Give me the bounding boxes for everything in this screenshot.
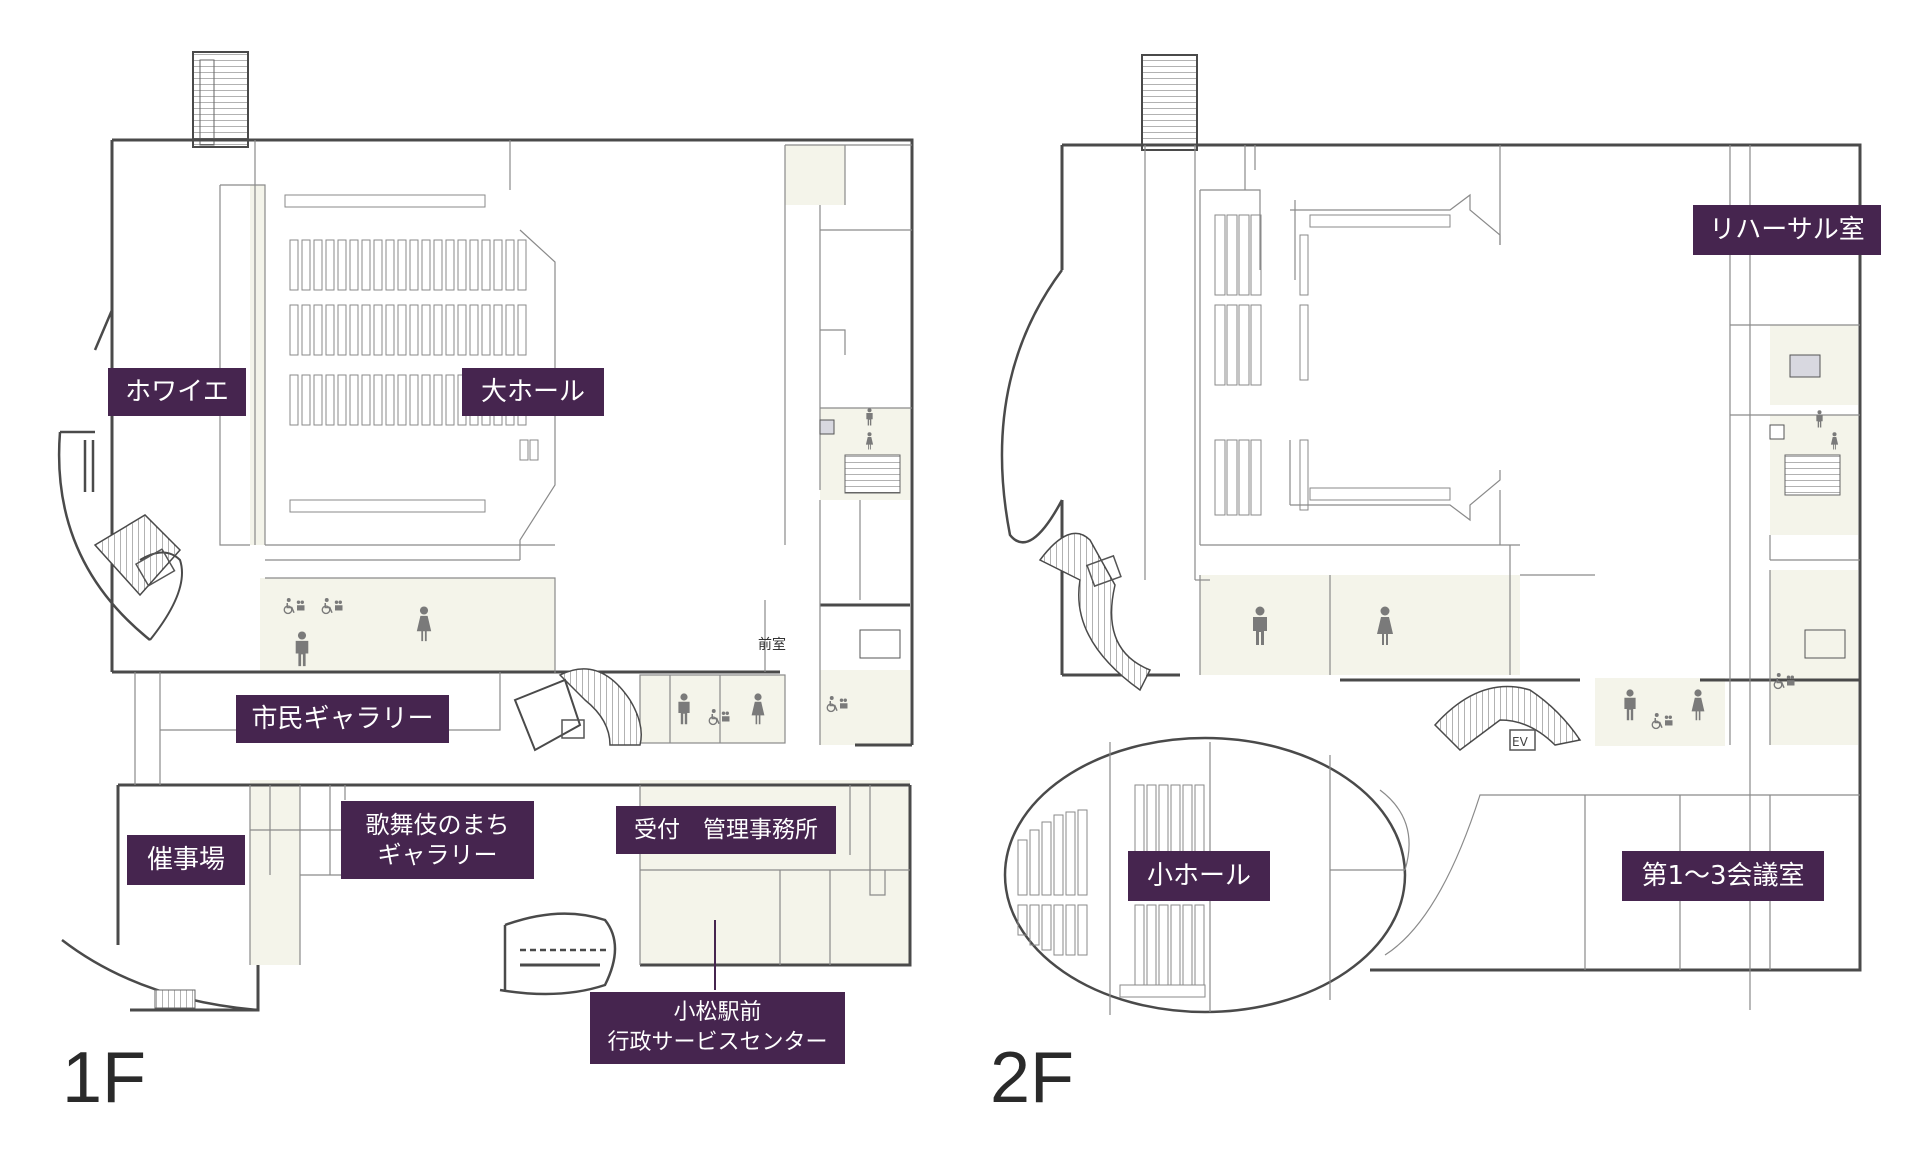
- citizen-gallery-label: 市民ギャラリー: [236, 695, 449, 743]
- floor-1f-marker: 1F: [62, 1038, 147, 1118]
- kabuki-gallery-line2: ギャラリー: [377, 841, 498, 869]
- kabuki-gallery-line1: 歌舞伎のまち: [365, 811, 510, 839]
- reception-label: 受付 管理事務所: [616, 806, 836, 854]
- floor-2f: EV: [1000, 54, 1862, 1015]
- event-hall-label: 催事場: [127, 835, 245, 885]
- main-hall-label: 大ホール: [462, 368, 604, 416]
- kabuki-gallery-label: 歌舞伎のまち ギャラリー: [341, 801, 534, 879]
- stairs-icon: [93, 514, 183, 641]
- floor-1f: [57, 51, 914, 1012]
- service-center-line2: 行政サービスセンター: [607, 1030, 828, 1055]
- meeting-rooms-label: 第1〜3会議室: [1622, 851, 1824, 901]
- foyer-label: ホワイエ: [108, 368, 246, 416]
- service-center-line1: 小松駅前: [673, 1000, 762, 1025]
- anteroom-label: 前室: [758, 637, 786, 653]
- service-center-label: 小松駅前 行政サービスセンター: [590, 992, 845, 1064]
- floor-2f-marker: 2F: [990, 1038, 1075, 1118]
- rehearsal-room-label: リハーサル室: [1693, 205, 1881, 255]
- elevator-label: EV: [1512, 735, 1529, 749]
- small-hall-label: 小ホール: [1128, 851, 1270, 901]
